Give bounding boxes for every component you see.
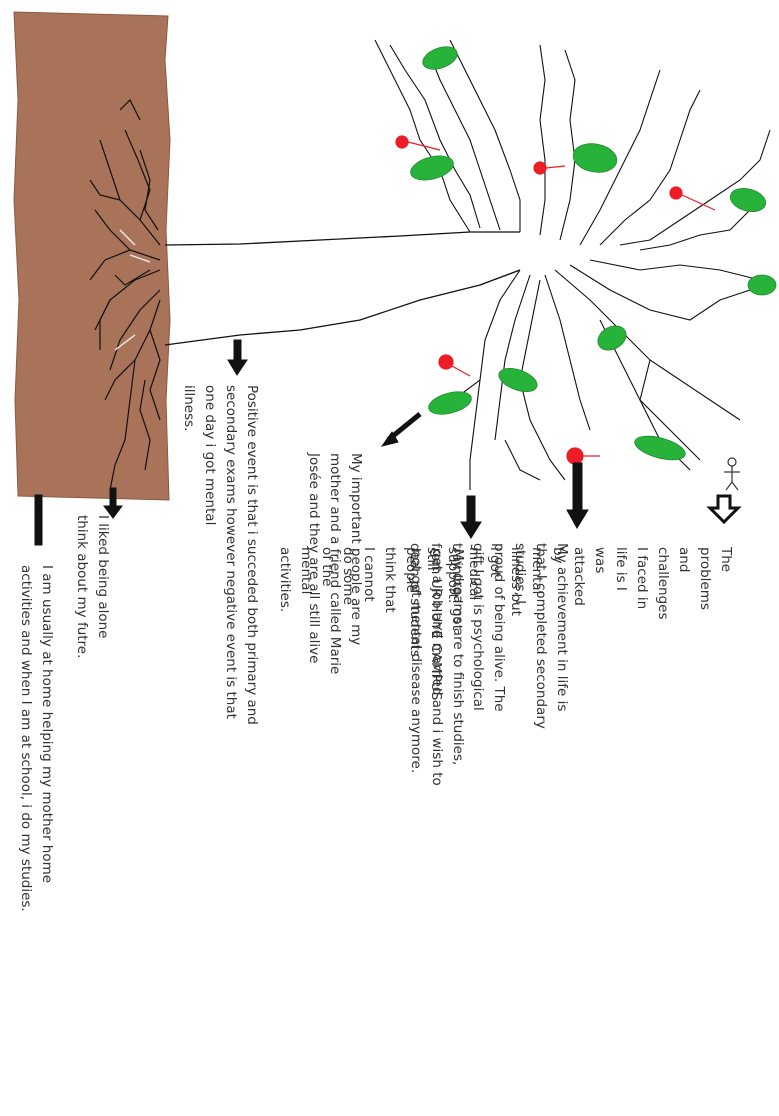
fruit [567, 448, 583, 464]
arrow-down [573, 463, 582, 513]
dreams-note: My dreams are to finish studies, get a j… [384, 549, 489, 786]
arrow-down [234, 340, 241, 362]
leaf [426, 388, 474, 419]
fruits [396, 136, 715, 464]
stick-figure [724, 458, 740, 490]
arrow-down [110, 488, 116, 508]
leaf [571, 140, 619, 175]
arrow-outline [710, 496, 738, 522]
arrow-down [35, 495, 42, 545]
leaf [594, 321, 631, 355]
leaf [420, 42, 461, 73]
fruit [439, 355, 453, 369]
tree-branches-lower [445, 260, 760, 490]
home-activities-note: I am usually at home helping my mother h… [0, 565, 78, 912]
fruit [396, 136, 408, 148]
tree-stem [165, 232, 520, 345]
positive-negative-events-note: Positive event is that i succeded both p… [157, 385, 283, 725]
fruit [670, 187, 682, 199]
leaf [748, 275, 776, 295]
leaf [496, 364, 540, 396]
leaf [728, 185, 768, 216]
important-people-note: My important people are my mother and a … [282, 453, 387, 674]
tree-branches [375, 40, 770, 250]
fruit [534, 162, 546, 174]
leaves [408, 42, 776, 464]
